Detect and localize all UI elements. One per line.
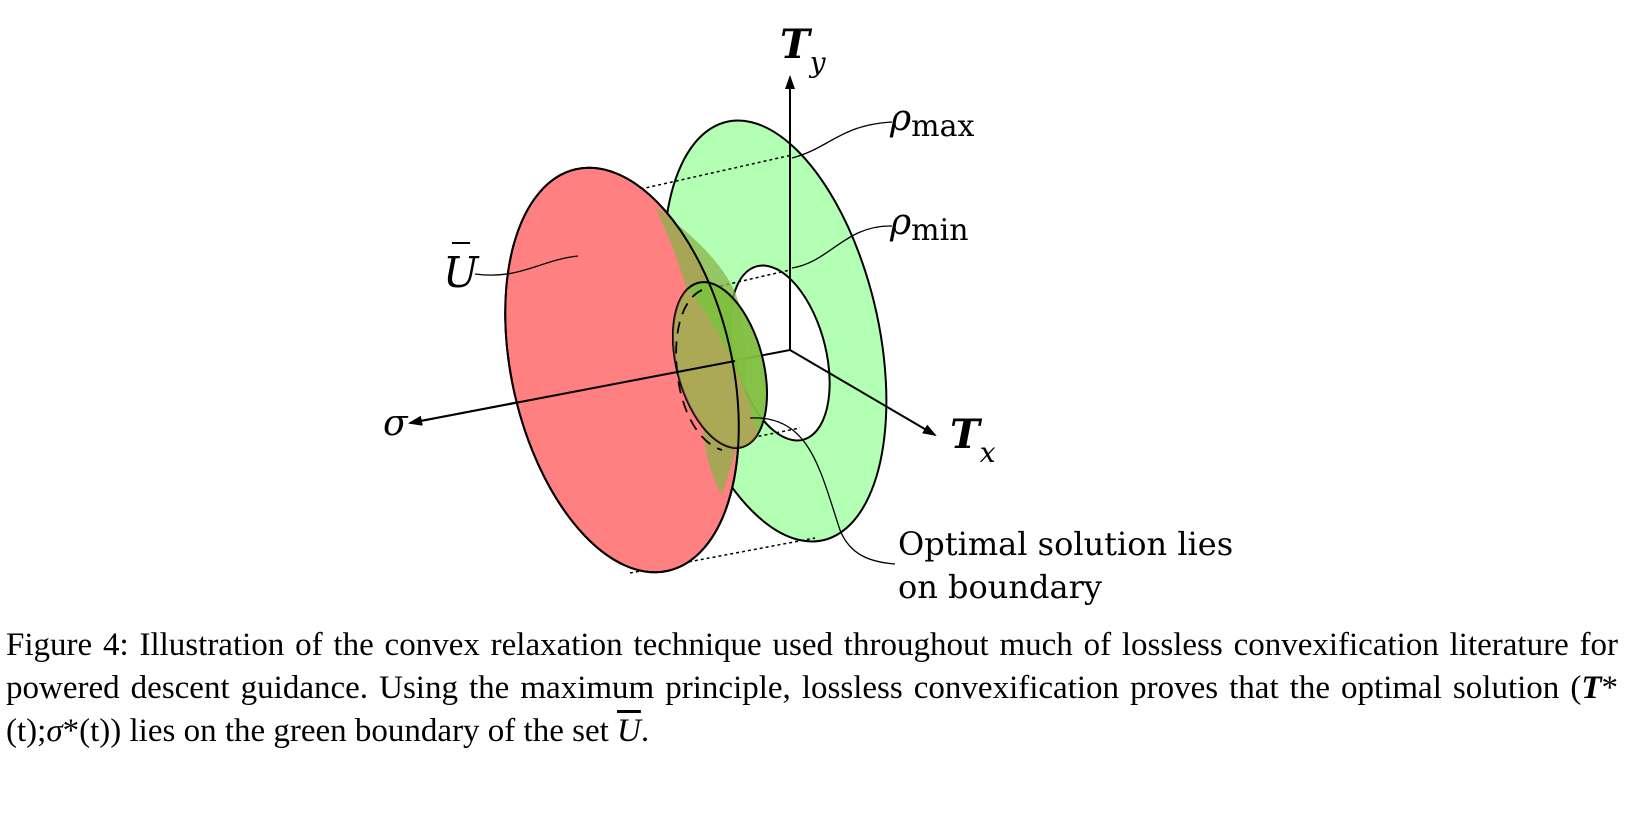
caption-math-sigma: σ: [46, 713, 63, 749]
hidden-inner-circle: [675, 289, 723, 451]
caption-text-1: Illustration of the convex relaxation te…: [6, 627, 1619, 706]
sigma-label: σ: [383, 403, 409, 444]
annotation-line-1: Optimal solution lies: [898, 525, 1233, 563]
set-leader: [474, 255, 579, 276]
annotation-leader: [749, 417, 896, 565]
caption-math-star-t2: *(t)): [62, 713, 122, 749]
caption-label: Figure 4:: [6, 627, 129, 663]
rho-min-leader: [791, 225, 893, 269]
annotation-line-2: on boundary: [898, 568, 1102, 606]
caption-math-t: T: [1581, 670, 1602, 706]
caption-text-2: lies on the green boundary of the set: [121, 713, 618, 749]
caption-math-star-t: *(t);: [6, 670, 1618, 749]
ty-label: Ty: [780, 21, 827, 79]
figure-caption: Figure 4: Illustration of the convex rel…: [6, 624, 1618, 753]
set-u-bar-label: U: [443, 242, 480, 297]
rho-max-label: ρmax: [889, 98, 975, 144]
tx-label: Tx: [950, 411, 996, 469]
svg-text:U: U: [443, 248, 480, 297]
rho-max-leader: [791, 121, 893, 159]
overlap-lens: [671, 281, 769, 449]
leader-lines: [474, 121, 896, 565]
caption-math-u: U: [617, 713, 641, 749]
tx-axis: [789, 349, 937, 437]
caption-text-3: .: [640, 713, 650, 749]
rho-min-label: ρmin: [889, 202, 969, 248]
figure-illustration: Ty Tx σ U ρmax ρmin Optimal solution lie…: [383, 21, 1233, 606]
